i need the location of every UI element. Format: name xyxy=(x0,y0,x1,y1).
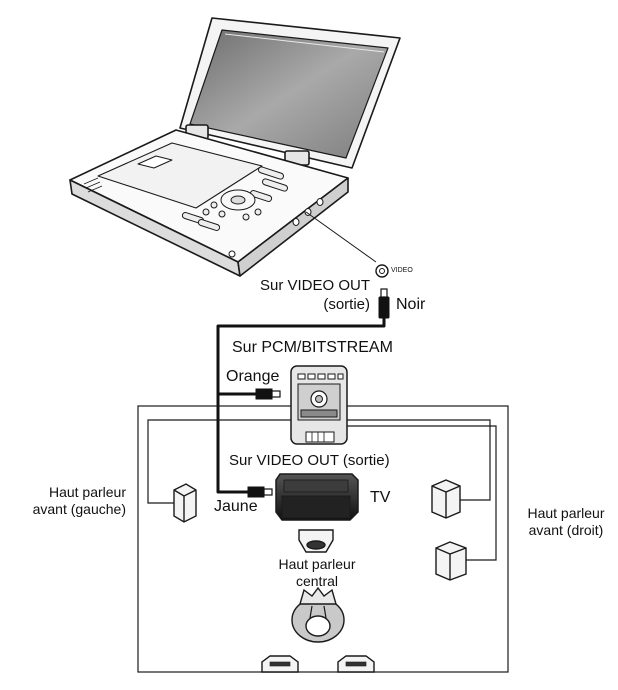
rear-right-speaker xyxy=(337,655,375,673)
center-speaker xyxy=(298,529,334,553)
hp-avant-gauche-label: Haut parleur avant (gauche) xyxy=(32,484,126,517)
sur-video-out-player-label: Sur VIDEO OUT (sortie) xyxy=(259,277,370,313)
sur-video-out-tv-label: Sur VIDEO OUT (sortie) xyxy=(229,452,390,469)
rear-left-speaker xyxy=(261,655,299,673)
jaune-plug xyxy=(247,486,273,498)
video-cable xyxy=(216,318,386,494)
front-right-speaker xyxy=(431,479,461,519)
video-jack-label: VIDEO xyxy=(391,267,413,274)
tv-set xyxy=(275,473,359,521)
listener-icon xyxy=(291,586,345,643)
surround-right-speaker xyxy=(435,541,467,581)
video-jack-icon xyxy=(375,264,389,278)
hp-central-label: Haut parleur central xyxy=(278,556,356,589)
portable-dvd-player xyxy=(69,17,401,277)
sur-pcm-label: Sur PCM/BITSTREAM xyxy=(232,339,393,356)
av-receiver xyxy=(290,365,348,445)
noir-label: Noir xyxy=(396,296,426,313)
noir-plug xyxy=(378,288,390,319)
speaker-wires xyxy=(147,419,497,561)
hp-avant-droit-label: Haut parleur avant (droit) xyxy=(527,505,605,538)
jaune-label: Jaune xyxy=(214,498,258,515)
orange-cable xyxy=(218,388,281,400)
jack-leader-line xyxy=(305,211,377,263)
tv-label: TV xyxy=(370,489,391,506)
orange-label: Orange xyxy=(226,368,280,385)
front-left-speaker xyxy=(173,483,197,523)
